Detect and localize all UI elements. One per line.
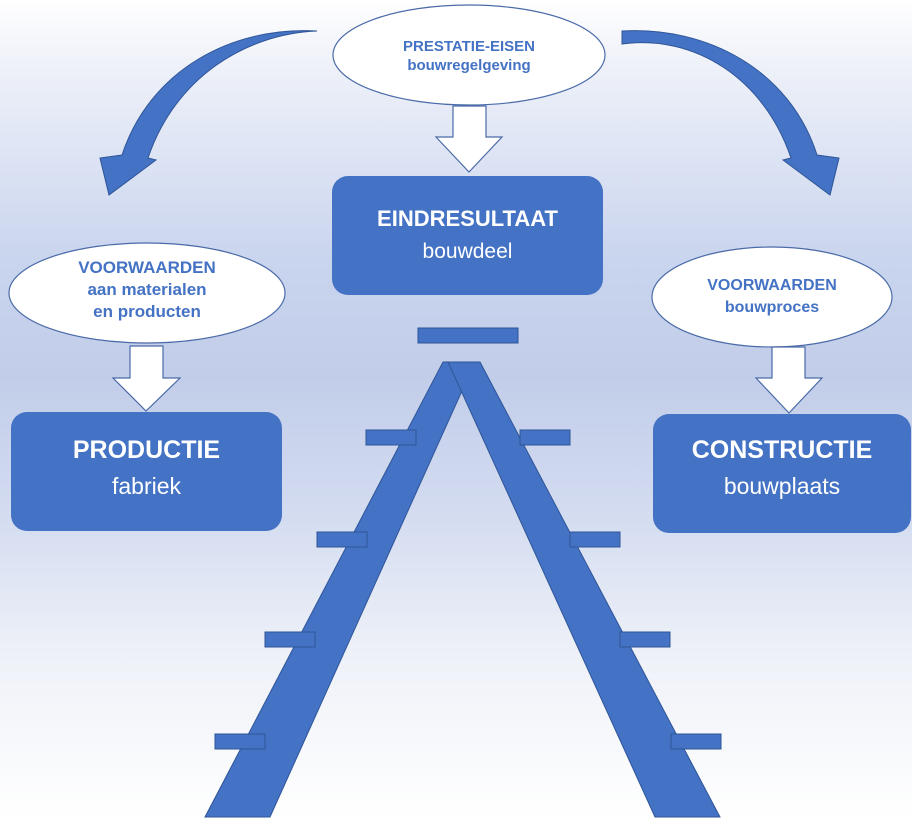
center-box-title: EINDRESULTAAT	[377, 206, 558, 231]
ladder-rungs	[214, 429, 722, 750]
curved-arrow-left	[99, 30, 318, 196]
left-ellipse	[8, 242, 286, 344]
ladder-rung-right-2	[569, 531, 621, 548]
down-arrow-left	[111, 345, 182, 412]
right-ellipse-line1: VOORWAARDEN	[707, 277, 837, 294]
left-ellipse-text: VOORWAARDEN aan materialen en producten	[27, 257, 267, 323]
ladder-rung-right-4	[670, 733, 722, 750]
top-ellipse-line2: bouwregelgeving	[407, 56, 531, 74]
ladder-rung-left-3	[264, 631, 316, 648]
ladder-rung-right-1	[519, 429, 571, 446]
left-box-text: PRODUCTIE fabriek	[11, 436, 282, 500]
right-ellipse-text: VOORWAARDEN bouwproces	[672, 275, 872, 318]
down-arrow-right	[754, 346, 824, 414]
center-box-subtitle: bouwdeel	[422, 240, 513, 263]
ladder-right-leg	[447, 361, 721, 818]
left-box	[11, 412, 282, 531]
center-box-text: EINDRESULTAAT bouwdeel	[332, 206, 603, 264]
ladder-rung-left-2	[316, 531, 368, 548]
top-ellipse-text: PRESTATIE-EISEN bouwregelgeving	[349, 38, 589, 76]
top-ellipse-line1: PRESTATIE-EISEN	[403, 38, 535, 55]
left-ellipse-line1: VOORWAARDEN	[78, 258, 216, 277]
left-ellipse-line3: en producten	[93, 302, 201, 322]
right-box-text: CONSTRUCTIE bouwplaats	[653, 436, 911, 500]
ladder-rung-right-3	[619, 631, 671, 648]
ladder-rung-left-4	[214, 733, 266, 750]
ladder-rung-left-1	[365, 429, 417, 446]
left-ellipse-line2: aan materialen	[87, 280, 207, 300]
left-box-subtitle: fabriek	[111, 473, 182, 499]
curved-arrow-right	[621, 30, 840, 196]
top-ellipse	[332, 4, 606, 106]
right-box-title: CONSTRUCTIE	[691, 436, 873, 464]
left-box-title: PRODUCTIE	[72, 436, 221, 464]
right-ellipse-line2: bouwproces	[724, 298, 820, 316]
center-box	[332, 176, 603, 295]
right-box	[653, 414, 911, 533]
down-arrow-center	[434, 105, 504, 173]
ladder-top-step	[417, 327, 519, 344]
right-box-subtitle: bouwplaats	[723, 473, 841, 499]
